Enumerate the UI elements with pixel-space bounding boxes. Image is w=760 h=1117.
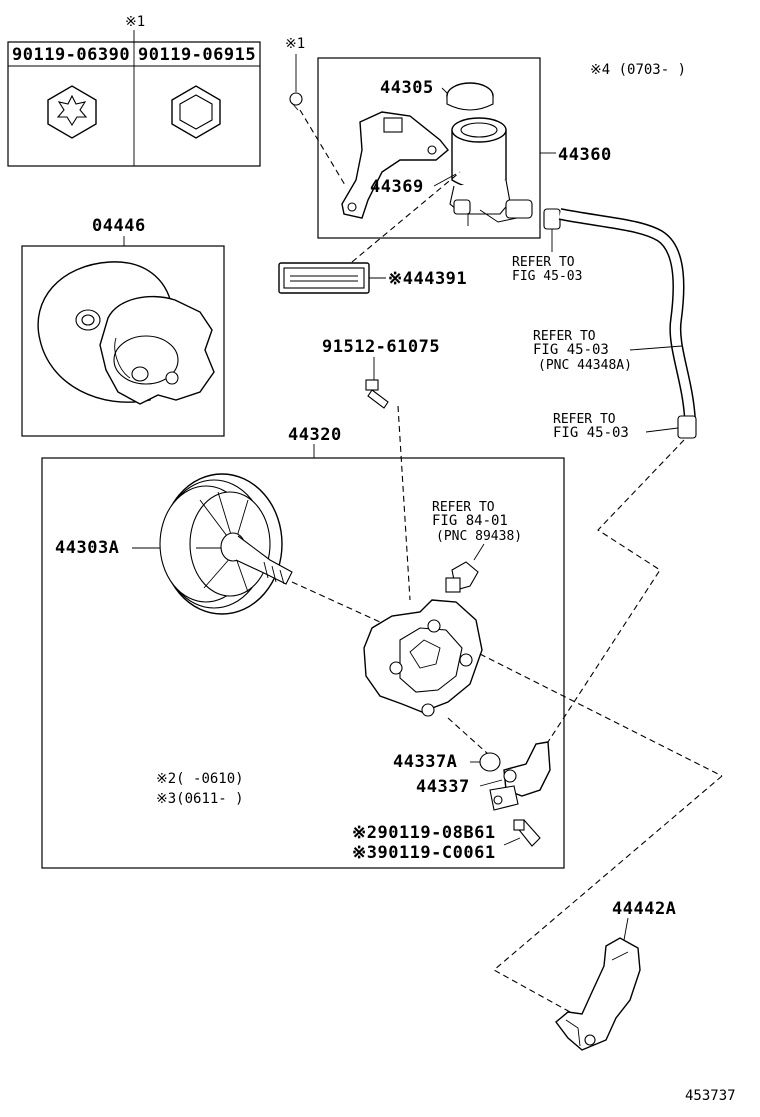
nut-table: ※1 90119-06390 90119-06915 bbox=[7, 14, 261, 167]
ref-1-line-1: REFER TO bbox=[512, 255, 575, 270]
pump-assy-number: 44320 bbox=[288, 425, 342, 445]
note-applicability-2: ※2( -0610) bbox=[156, 771, 244, 787]
ref-4-line-3: (PNC 89438) bbox=[436, 529, 522, 544]
reservoir-bolt-icon bbox=[289, 92, 303, 111]
reservoir-group: 44305 44369 44360 bbox=[317, 57, 612, 239]
reservoir-tank-icon bbox=[449, 117, 533, 226]
bolt-icon bbox=[365, 379, 389, 409]
union-fitting-icon bbox=[489, 741, 551, 811]
hex-nut-icon bbox=[171, 85, 221, 139]
lower-bracket-icon bbox=[555, 937, 641, 1051]
oring-icon bbox=[479, 752, 501, 772]
torx-nut-icon bbox=[47, 85, 97, 139]
bolt2-number: ※290119-08B61 bbox=[352, 823, 496, 843]
gasket-kit-group: 04446 bbox=[21, 216, 225, 437]
return-hose-icon bbox=[543, 208, 697, 439]
bracket-number: 44369 bbox=[370, 177, 424, 197]
reservoir-bolt-mark: ※1 bbox=[285, 36, 305, 52]
bolt-number: 91512-61075 bbox=[322, 337, 440, 357]
ref-2-line-3: (PNC 44348A) bbox=[538, 358, 632, 373]
ref-4-line-2: FIG 84-01 bbox=[432, 513, 508, 529]
nut-part-number-2: 90119-06915 bbox=[138, 45, 256, 65]
ref-1-line-2: FIG 45-03 bbox=[512, 269, 582, 284]
ref-2-line-1: REFER TO bbox=[533, 329, 596, 344]
pressure-switch-icon bbox=[445, 561, 479, 593]
label-group: ※444391 bbox=[278, 171, 467, 294]
page-number: 453737 bbox=[685, 1088, 736, 1104]
ref-2-line-2: FIG 45-03 bbox=[533, 342, 609, 358]
ref-4-line-1: REFER TO bbox=[432, 500, 495, 515]
ref-3-line-2: FIG 45-03 bbox=[553, 425, 629, 441]
pump-assy-box bbox=[41, 457, 565, 869]
reservoir-assy-number: 44360 bbox=[558, 145, 612, 165]
gasket-kit-icon bbox=[37, 261, 215, 405]
union-number: 44337 bbox=[416, 777, 470, 797]
lower-bracket-number: 44442A bbox=[612, 899, 676, 919]
note-applicability-3: ※3(0611- ) bbox=[156, 791, 244, 807]
nut-part-number-1: 90119-06390 bbox=[12, 45, 130, 65]
reservoir-cap-number: 44305 bbox=[380, 78, 434, 98]
pulley-icon bbox=[159, 473, 293, 615]
reservoir-bracket-icon bbox=[341, 111, 449, 219]
ref-3-line-1: REFER TO bbox=[553, 412, 616, 427]
gasket-kit-number: 04446 bbox=[92, 216, 146, 236]
label-number: ※444391 bbox=[388, 269, 467, 289]
pump-body-icon bbox=[363, 599, 483, 717]
note-applicability-4: ※4 (0703- ) bbox=[590, 62, 686, 78]
nut-table-mark: ※1 bbox=[125, 14, 145, 30]
union-bolt-icon bbox=[513, 819, 541, 847]
reservoir-cap-icon bbox=[446, 82, 494, 111]
pulley-number: 44303A bbox=[55, 538, 119, 558]
bolt3-number: ※390119-C0061 bbox=[352, 843, 496, 863]
oring-number: 44337A bbox=[393, 752, 457, 772]
